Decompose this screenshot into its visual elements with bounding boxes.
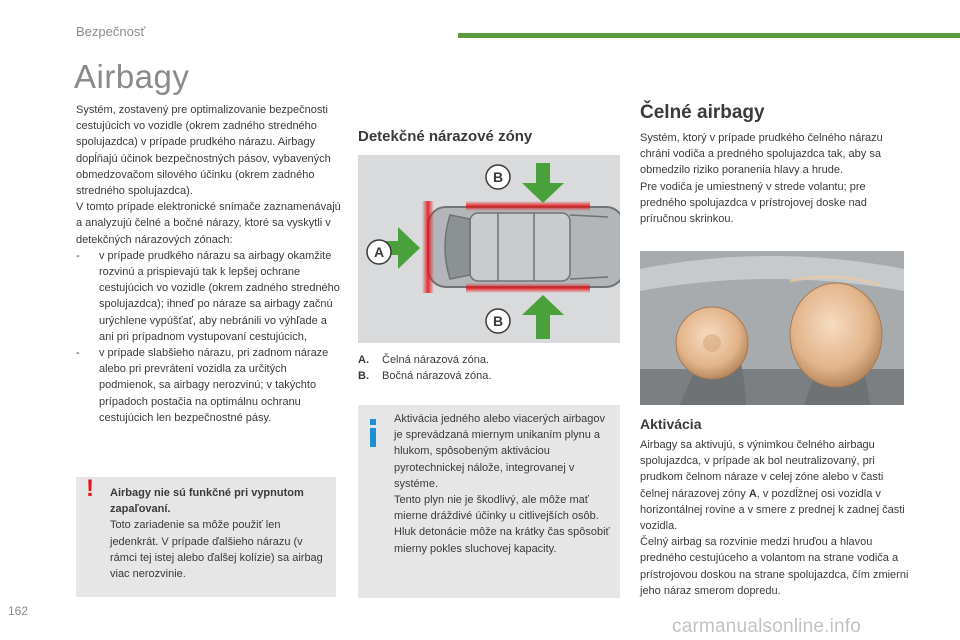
legend-text: Čelná nárazová zóna. xyxy=(382,354,490,366)
list-item: - v prípade prudkého nárazu sa airbagy o… xyxy=(76,248,342,345)
activation-heading: Aktivácia xyxy=(640,416,702,432)
warning-text: Toto zariadenie sa môže použiť len jeden… xyxy=(110,519,323,581)
passenger-airbag xyxy=(789,282,883,388)
front-impact-zone xyxy=(422,201,434,293)
frontal-paragraph-2: Pre vodiča je umiestnený v strede volant… xyxy=(640,180,867,226)
intro-paragraph-2: V tomto prípade elektronické snímače zaz… xyxy=(76,201,341,246)
warning-title: Airbagy nie sú funkčné pri vypnutom zapa… xyxy=(110,487,304,516)
legend-key: A. xyxy=(358,354,369,366)
legend-item: B. Bočná nárazová zóna. xyxy=(358,368,491,384)
side-arrow-bottom xyxy=(522,295,564,339)
info-text-3: Hluk detonácie môže na krátky čas spôsob… xyxy=(394,526,610,555)
list-item-text: v prípade slabšieho nárazu, pri zadnom n… xyxy=(99,347,329,424)
info-text-1: Aktivácia jedného alebo viacerých airbag… xyxy=(394,413,605,490)
page-title: Airbagy xyxy=(74,58,190,95)
section-label: Bezpečnosť xyxy=(76,24,146,39)
list-item-text: v prípade prudkého nárazu sa airbagy oka… xyxy=(99,249,340,343)
info-text-2: Tento plyn nie je škodlivý, ale môže mať… xyxy=(394,494,599,523)
list-dash: - xyxy=(76,347,80,360)
activation-paragraph-1: Airbagy sa aktivujú, s výnimkou čelného … xyxy=(640,437,910,534)
activation-text: Airbagy sa aktivujú, s výnimkou čelného … xyxy=(640,437,910,599)
intro-paragraph-1: Systém, zostavený pre optimalizovanie be… xyxy=(76,104,331,198)
warning-icon: ! xyxy=(86,475,94,502)
zones-heading: Detekčné nárazové zóny xyxy=(358,128,533,145)
info-box: Aktivácia jedného alebo viacerých airbag… xyxy=(358,405,620,598)
activation-zone-key: A xyxy=(748,487,757,500)
zone-marker-b-bottom: B xyxy=(485,308,511,334)
zone-marker-a: A xyxy=(366,239,392,265)
watermark: carmanualsonline.info xyxy=(672,616,862,637)
activation-paragraph-2: Čelný airbag sa rozvinie medzi hruďou a … xyxy=(640,536,909,597)
list-dash: - xyxy=(76,249,80,262)
frontal-airbags-text: Systém, ktorý v prípade prudkého čelného… xyxy=(640,130,908,227)
zone-marker-a-label: A xyxy=(374,244,384,260)
impact-zones-illustration: A B B xyxy=(366,163,620,339)
legend-text: Bočná nárazová zóna. xyxy=(382,370,492,383)
frontal-airbags-heading: Čelné airbagy xyxy=(640,102,765,123)
impact-zones-diagram: A B B xyxy=(358,155,620,343)
car-top-view xyxy=(427,206,620,288)
zone-marker-b-bottom-label: B xyxy=(493,313,503,329)
airbag-deployment-photo xyxy=(640,251,904,405)
activation-text-pre: Airbagy sa aktivujú, s výnimkou čelného … xyxy=(640,439,884,500)
legend-item: A. Čelná nárazová zóna. xyxy=(358,352,491,368)
zone-marker-b-top-label: B xyxy=(493,169,503,185)
frontal-paragraph-1: Systém, ktorý v prípade prudkého čelného… xyxy=(640,132,883,177)
header-rule xyxy=(458,33,960,38)
airbag-deployment-illustration xyxy=(640,251,904,405)
side-impact-zone-top xyxy=(466,201,590,211)
side-arrow-top xyxy=(522,163,564,203)
diagram-legend: A. Čelná nárazová zóna. B. Bočná nárazová … xyxy=(358,352,491,384)
activation-text-post: , v pozdĺžnej osi vozidla v horizontálne… xyxy=(640,487,905,533)
page-number: 162 xyxy=(8,604,29,618)
legend-key: B. xyxy=(358,370,369,383)
list-item: - v prípade slabšieho nárazu, pri zadnom… xyxy=(76,345,342,426)
info-icon xyxy=(370,419,376,447)
side-impact-zone-bottom xyxy=(466,283,590,293)
intro-column: Systém, zostavený pre optimalizovanie be… xyxy=(76,102,342,426)
zone-marker-b-top: B xyxy=(485,164,511,190)
warning-box: ! Airbagy nie sú funkčné pri vypnutom za… xyxy=(76,475,336,597)
